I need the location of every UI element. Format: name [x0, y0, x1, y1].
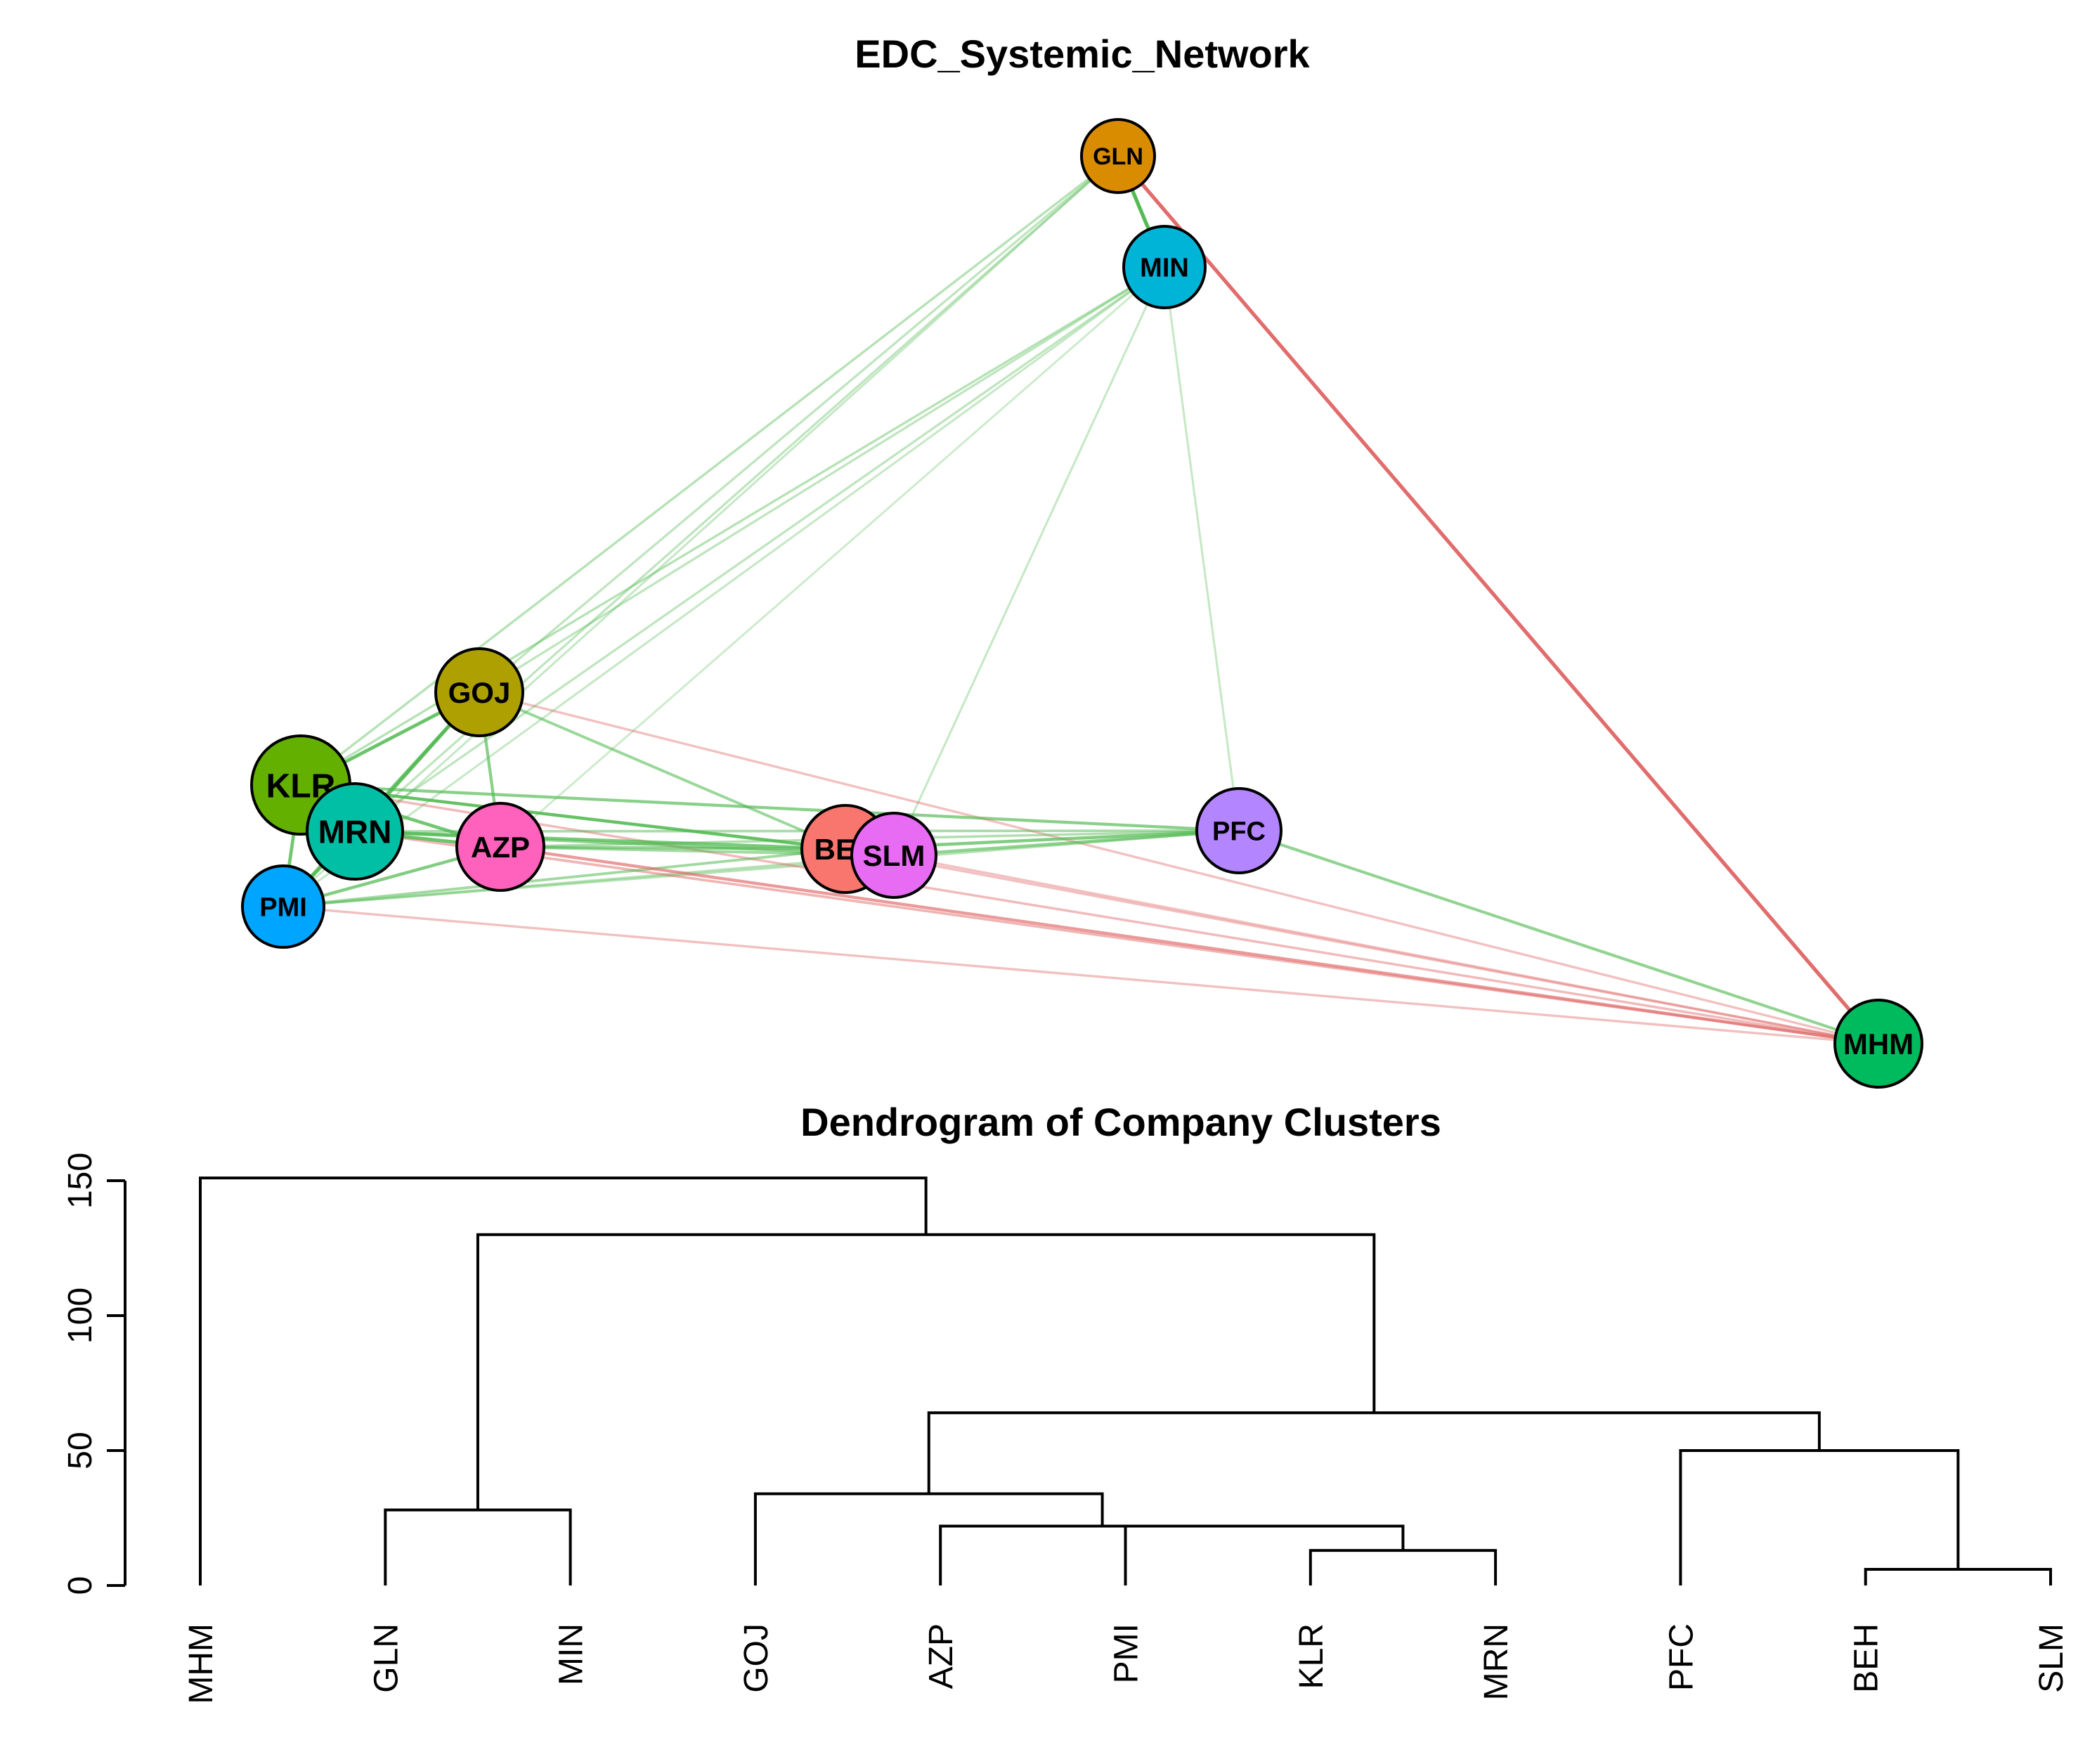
edge-azp-beh: [500, 845, 846, 851]
dendrogram-y-axis: 0 50 100 150: [62, 1153, 126, 1595]
dendrogram-title: Dendrogram of Company Clusters: [800, 1100, 1441, 1144]
y-tick-label: 100: [62, 1288, 99, 1344]
leaf-label-mhm: MHM: [183, 1623, 220, 1704]
node-label-goj: GOJ: [448, 676, 511, 709]
node-mhm: MHM: [1833, 999, 1923, 1089]
node-label-pmi: PMI: [259, 893, 307, 923]
edge-pmi-beh: [283, 848, 846, 908]
node-label-pfc: PFC: [1212, 817, 1266, 847]
edge-klr-mhm: [300, 784, 1879, 1045]
node-circle-gln: [1080, 118, 1156, 194]
node-circle-min: [1122, 225, 1207, 309]
node-label-mrn: MRN: [318, 814, 392, 850]
edge-goj-beh: [479, 691, 846, 850]
dendrogram-link-c5: [939, 1524, 1264, 1585]
node-label-slm: SLM: [863, 839, 926, 872]
edge-beh-mhm: [845, 848, 1879, 1045]
node-mrn: MRN: [306, 782, 404, 881]
dendrogram-link-c10: [199, 1176, 928, 1585]
node-label-gln: GLN: [1093, 143, 1143, 170]
node-label-min: MIN: [1140, 254, 1189, 283]
y-tick-label: 150: [62, 1153, 99, 1209]
dendrogram-leaf-labels: MHM GLN MIN GOJ AZP PMI KLR MRN PFC BEH SLM: [183, 1623, 2070, 1704]
leaf-label-klr: KLR: [1293, 1623, 1330, 1689]
edge-min-azp: [500, 266, 1165, 848]
y-tick-label: 0: [62, 1576, 99, 1595]
node-circle-slm: [850, 812, 937, 899]
node-circle-mrn: [306, 782, 404, 881]
dendrogram-links: [199, 1176, 2052, 1585]
node-goj: GOJ: [434, 647, 524, 737]
leaf-label-mrn: MRN: [1478, 1623, 1515, 1700]
leaf-label-beh: BEH: [1848, 1623, 1885, 1693]
network-title: EDC_Systemic_Network: [855, 32, 1310, 76]
node-circle-pfc: [1195, 787, 1282, 874]
leaf-label-azp: AZP: [923, 1623, 960, 1689]
edge-mrn-beh: [354, 829, 846, 851]
edge-min-mrn: [354, 266, 1165, 833]
leaf-label-pmi: PMI: [1108, 1623, 1145, 1683]
edge-azp-mhm: [500, 845, 1879, 1046]
leaf-label-gln: GLN: [368, 1623, 405, 1693]
node-circle-goj: [434, 647, 524, 737]
edge-pfc-mhm: [1238, 829, 1879, 1045]
node-label-azp: AZP: [471, 831, 530, 864]
edge-min-goj: [479, 266, 1165, 694]
node-circle-mhm: [1833, 999, 1923, 1089]
edge-min-pfc: [1163, 266, 1240, 831]
leaf-label-slm: SLM: [2033, 1623, 2070, 1693]
node-min: MIN: [1122, 225, 1207, 309]
edge-gln-pmi: [282, 155, 1119, 908]
node-pfc: PFC: [1195, 787, 1282, 874]
leaf-label-min: MIN: [553, 1623, 590, 1685]
edge-gln-mhm: [1116, 155, 1881, 1045]
edge-klr-beh: [300, 783, 846, 851]
node-pmi: PMI: [241, 864, 325, 949]
y-tick-label: 50: [62, 1432, 99, 1469]
edge-min-slm: [892, 266, 1166, 856]
node-label-mhm: MHM: [1843, 1027, 1914, 1061]
leaf-label-pfc: PFC: [1663, 1623, 1700, 1691]
edge-klr-pfc: [300, 783, 1240, 833]
dendrogram-panel: Dendrogram of Company Clusters 0 50 100 150…: [62, 1100, 2070, 1704]
node-azp: AZP: [455, 802, 545, 892]
node-slm: SLM: [850, 812, 937, 899]
edge-slm-mhm: [893, 854, 1879, 1045]
node-circle-pmi: [241, 864, 325, 949]
leaf-label-goj: GOJ: [738, 1623, 775, 1693]
node-circle-azp: [455, 802, 545, 892]
edge-pmi-slm: [283, 854, 895, 908]
edge-goj-mhm: [479, 691, 1879, 1045]
edge-gln-goj: [478, 155, 1119, 694]
node-gln: GLN: [1080, 118, 1156, 194]
edge-pmi-mhm: [283, 905, 1879, 1045]
